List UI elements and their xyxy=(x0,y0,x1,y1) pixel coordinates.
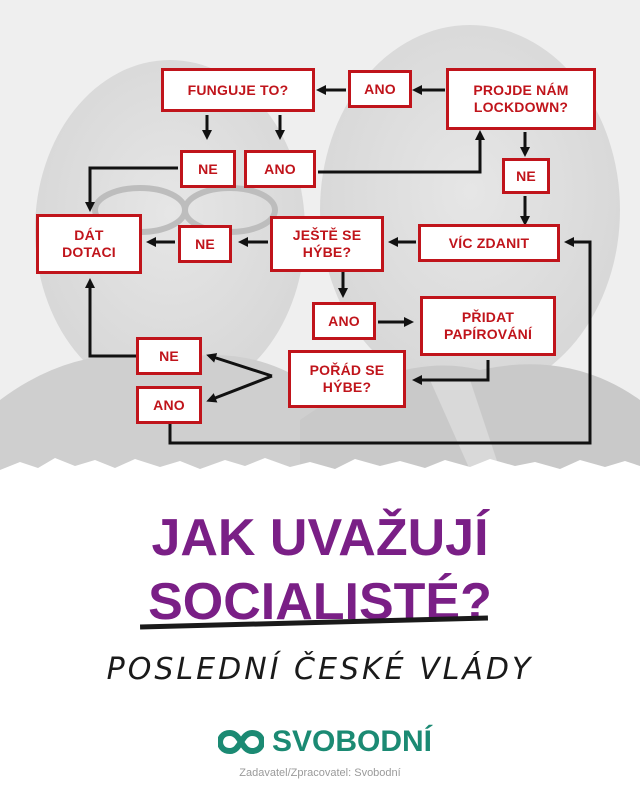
arrow-pridat-to-porad xyxy=(412,360,490,385)
svobodni-logo: SVOBODNÍ xyxy=(190,722,460,762)
flowchart-arrows xyxy=(85,85,592,445)
arrow-ne-to-dotaci xyxy=(85,166,178,212)
node-ano-lower: ANO xyxy=(312,302,376,340)
node-ano-top: ANO xyxy=(348,70,412,108)
node-ano-mid: ANO xyxy=(244,150,316,188)
node-dat-dotaci: DÁT DOTACI xyxy=(36,214,142,274)
subtitle: POSLEDNÍ ČESKÉ VLÁDY xyxy=(106,652,534,687)
torn-paper-edge xyxy=(0,458,640,490)
node-projde-lockdown: PROJDE NÁM LOCKDOWN? xyxy=(446,68,596,130)
node-funguje-to: FUNGUJE TO? xyxy=(161,68,315,112)
node-jeste-se-hybe: JEŠTĚ SE HÝBE? xyxy=(270,216,384,272)
node-porad-se-hybe: POŘÁD SE HÝBE? xyxy=(288,350,406,408)
node-ne-right: NE xyxy=(502,158,550,194)
credit-text: Zadavatel/Zpracovatel: Svobodní xyxy=(239,767,401,779)
node-vic-zdanit: VÍC ZDANIT xyxy=(418,224,560,262)
arrow-ne-to-dotaci-3 xyxy=(85,278,136,358)
arrow-porad-to-ne xyxy=(206,353,273,378)
arrow-ano-to-projde xyxy=(318,130,485,174)
node-pridat-papirovani: PŘIDAT PAPÍROVÁNÍ xyxy=(420,296,556,356)
logo-text: SVOBODNÍ xyxy=(271,725,433,758)
node-ano-bottom: ANO xyxy=(136,386,202,424)
node-ne-bottom: NE xyxy=(136,337,202,375)
arrow-ano-to-zdanit xyxy=(168,237,592,445)
headline-line-1: JAK UVAŽUJÍ xyxy=(151,509,489,567)
node-ne-left: NE xyxy=(180,150,236,188)
node-ne-mid: NE xyxy=(178,225,232,263)
infinity-icon xyxy=(217,729,264,755)
arrow-porad-to-ano xyxy=(206,374,273,403)
